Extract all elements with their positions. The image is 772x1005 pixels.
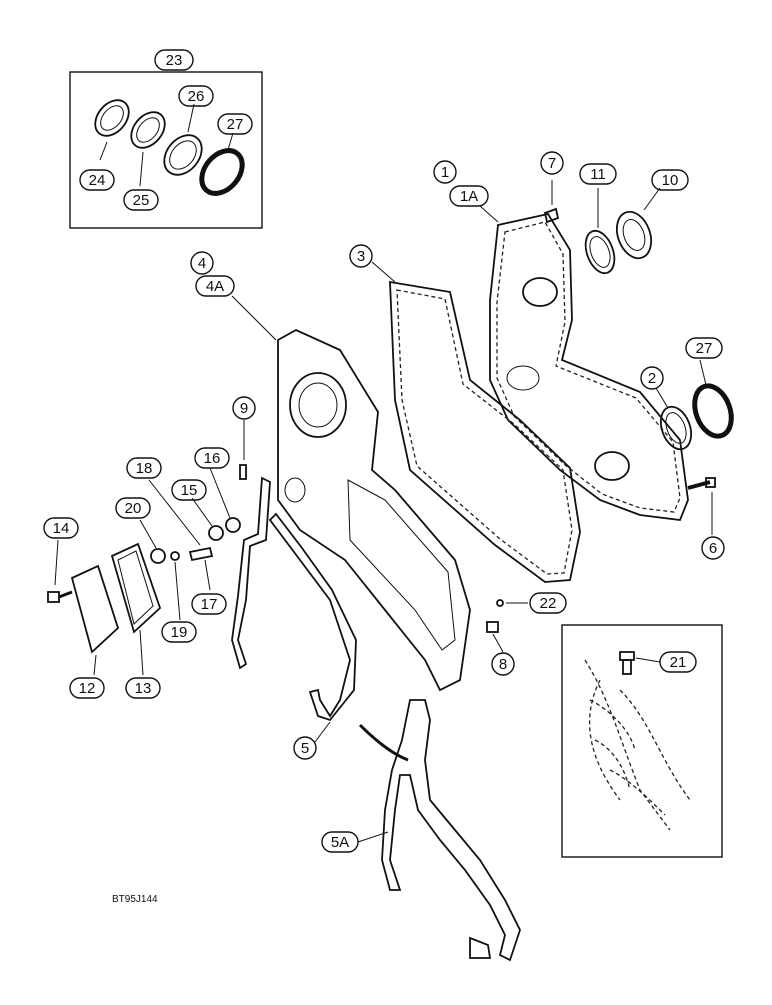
bolt-8 [486,621,499,633]
pin-9 [239,464,247,480]
gasket-5-left [231,476,271,670]
seal-24 [94,99,130,137]
svg-text:24: 24 [89,172,106,189]
callout-5a: 5A [321,831,359,853]
callout-9: 9 [232,396,256,420]
callout-26: 26 [178,85,214,107]
svg-text:1: 1 [441,164,449,181]
callout-6: 6 [701,536,725,560]
fitting-15 [208,525,224,541]
svg-text:4: 4 [198,255,206,272]
seal-27 [692,383,734,439]
svg-text:1A: 1A [460,188,478,205]
svg-text:19: 19 [171,624,188,641]
seal-10 [615,210,653,260]
svg-text:12: 12 [79,680,96,697]
callout-15: 15 [171,479,207,501]
seal-27-kit [199,148,245,196]
callout-5: 5 [293,736,317,760]
callout-1: 1 [433,160,457,184]
svg-text:27: 27 [227,116,244,133]
oring-19 [170,551,180,561]
svg-text:6: 6 [709,540,717,557]
bolt-7 [543,207,560,224]
callout-16: 16 [194,447,230,469]
svg-text:10: 10 [662,172,679,189]
callout-25: 25 [123,189,159,211]
valve-17 [188,546,214,562]
seal-20 [150,548,166,564]
gear-housing [277,328,471,692]
seal-11 [584,229,616,275]
svg-text:3: 3 [357,248,365,265]
washer-16 [225,517,241,533]
svg-text:23: 23 [166,52,183,69]
callout-4a: 4A [195,275,235,297]
svg-text:11: 11 [590,166,606,183]
seal-kit-box [69,71,263,229]
plug-22 [496,599,504,607]
svg-text:20: 20 [125,500,142,517]
callout-18: 18 [126,457,162,479]
svg-text:5A: 5A [331,834,349,851]
svg-text:16: 16 [204,450,221,467]
callout-27-kit: 27 [217,113,253,135]
seal-2 [659,405,693,451]
figure-code: BT95J144 [112,894,158,905]
cover-gasket [389,280,581,583]
bolt-14 [47,590,73,603]
engine-detail [584,659,691,831]
svg-text:8: 8 [499,656,507,673]
callout-24: 24 [79,169,115,191]
svg-text:25: 25 [133,192,150,209]
svg-text:4A: 4A [206,278,224,295]
svg-text:7: 7 [548,155,556,172]
svg-text:9: 9 [240,400,248,417]
svg-text:15: 15 [181,482,198,499]
gasket-5a [381,699,521,962]
callout-2: 2 [640,366,664,390]
callout-22: 22 [529,592,567,614]
callout-1a: 1A [449,185,489,207]
callout-10: 10 [651,169,689,191]
callout-8: 8 [491,652,515,676]
svg-text:13: 13 [135,680,152,697]
bolt-6 [687,477,716,490]
callout-19: 19 [161,621,197,643]
callout-14: 14 [43,517,79,539]
svg-text:21: 21 [670,654,687,671]
seal-25 [130,111,166,149]
svg-text:22: 22 [540,595,557,612]
front-cover [489,212,689,521]
callout-3: 3 [349,244,373,268]
callout-20: 20 [115,497,151,519]
plug-21 [619,651,635,675]
cover-plate-12 [70,564,120,654]
callout-7: 7 [540,151,564,175]
svg-text:17: 17 [201,596,218,613]
callout-17: 17 [191,593,227,615]
callout-13: 13 [125,677,161,699]
svg-text:5: 5 [301,740,309,757]
callout-21: 21 [659,651,697,673]
callout-23: 23 [154,49,194,71]
svg-text:14: 14 [53,520,70,537]
svg-text:18: 18 [136,460,153,477]
seal-26 [163,134,203,176]
callout-27: 27 [685,337,723,359]
gasket-5 [268,512,357,722]
callout-12: 12 [69,677,105,699]
svg-text:2: 2 [648,370,656,387]
callout-4: 4 [190,251,214,275]
svg-text:27: 27 [696,340,713,357]
callout-11: 11 [579,163,617,185]
gasket-13 [110,542,162,634]
plug-detail-box [561,624,723,858]
svg-text:26: 26 [188,88,205,105]
